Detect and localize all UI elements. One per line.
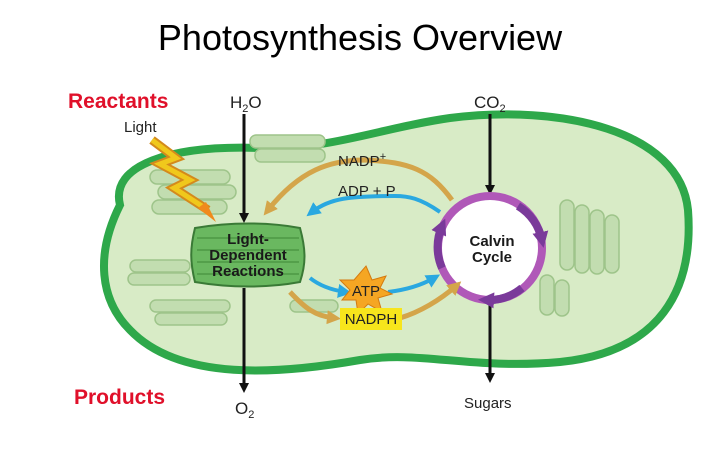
calvin-arrow-left [438,226,442,268]
products-label: Products [74,386,165,409]
nadp-label: NADP+ [338,151,386,170]
calvin-line2: Cycle [472,249,512,266]
adp-label: ADP + P [338,183,396,200]
nadph-label: NADPH [345,311,398,328]
o2-label: O2 [235,399,254,421]
reactants-label: Reactants [68,90,168,113]
light-dependent-line3: Reactions [212,263,284,280]
light-dependent-line1: Light- [227,231,269,248]
atp-label: ATP [352,283,380,300]
co2-label: CO2 [474,93,506,115]
light-dependent-line2: Dependent [209,247,287,264]
light-label: Light [124,119,157,136]
sugars-label: Sugars [464,395,512,412]
page-title: Photosynthesis Overview [158,17,563,58]
h2o-label: H2O [230,93,262,115]
calvin-line1: Calvin [469,233,514,250]
